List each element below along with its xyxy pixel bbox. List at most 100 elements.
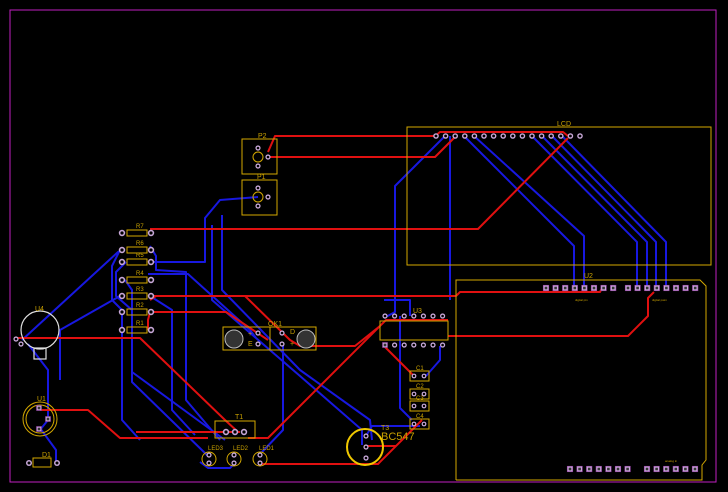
pad-hole (149, 294, 153, 298)
trace (149, 287, 603, 301)
trace (27, 343, 49, 431)
pad-hole (607, 467, 610, 471)
trace (111, 249, 141, 441)
trace (561, 135, 667, 288)
resistor-label: R7 (136, 224, 144, 230)
trace (115, 261, 209, 457)
pad-hole (120, 328, 124, 332)
pad-hole (521, 134, 524, 138)
capacitor-label: C3 (416, 396, 424, 402)
pad-hole (482, 134, 486, 138)
led-label: LED1 (259, 446, 275, 452)
resistor-label: R6 (136, 241, 144, 247)
pad-hole (256, 186, 260, 190)
pad-hole (530, 134, 534, 138)
resistor-label: R3 (136, 287, 144, 293)
capacitor-label: C2 (416, 384, 424, 390)
pad-hole (544, 286, 548, 290)
p1-label: P1 (257, 174, 266, 181)
pad-hole (422, 374, 426, 378)
trace (150, 196, 259, 263)
pad-hole (441, 343, 444, 347)
trace (149, 245, 221, 441)
pad-hole (568, 467, 572, 471)
trace (268, 136, 456, 158)
capacitor-body (409, 370, 430, 382)
pad-hole (402, 343, 406, 347)
p1-outline (241, 179, 278, 216)
pad-hole (149, 328, 153, 332)
pad-hole (611, 286, 615, 290)
t1-outline (214, 420, 256, 439)
resistor-body (126, 326, 148, 334)
u2-digital-pin-label: digital pin (575, 298, 588, 302)
pad-hole (422, 392, 426, 396)
pad-hole (149, 248, 153, 252)
resistor-body (126, 258, 148, 266)
pad-hole (256, 164, 260, 168)
pad-hole (492, 134, 495, 138)
pad-hole (626, 467, 629, 471)
p1-knob (252, 191, 264, 203)
trace (258, 419, 423, 465)
lcd-outline (406, 126, 712, 266)
pad-hole (256, 146, 260, 150)
pad-hole (645, 467, 649, 471)
pad-hole (280, 342, 284, 346)
pad-hole (463, 134, 467, 138)
pad-hole (256, 331, 260, 335)
pad-hole (383, 343, 387, 347)
pad-hole (559, 134, 563, 138)
resistor-body (126, 246, 148, 254)
pad-hole (473, 134, 476, 138)
lcd-label: LCD (557, 121, 571, 128)
led-label: LED2 (233, 446, 249, 452)
trace (463, 135, 575, 288)
trace (365, 425, 420, 437)
pad-hole (501, 134, 505, 138)
trace (148, 273, 257, 339)
trace (21, 249, 126, 341)
pad-hole (393, 343, 396, 347)
resistor-label: R5 (136, 253, 144, 259)
pad-hole (224, 430, 228, 434)
pad-hole (578, 467, 581, 471)
pad-hole (636, 286, 639, 290)
capacitor-label: C4 (416, 414, 424, 420)
pad-hole (232, 461, 236, 465)
d1-outline (32, 457, 52, 468)
ok1-pin-plus-right: + (290, 341, 294, 348)
pad-hole (120, 310, 124, 314)
trace (541, 135, 648, 288)
pad-hole (364, 434, 368, 438)
ok1-label: OK1 (268, 321, 282, 328)
pad-hole (684, 286, 687, 290)
pad-hole (412, 422, 416, 426)
pad-hole (120, 260, 124, 264)
trace (384, 299, 411, 316)
trace (383, 345, 415, 377)
silkscreen-layer (22, 126, 712, 481)
pad-hole (569, 134, 572, 138)
trace (531, 135, 638, 288)
pad-hole (422, 343, 425, 347)
pad-hole (655, 467, 658, 471)
ok1-pin-e: E (248, 341, 253, 348)
pad-hole (422, 404, 426, 408)
t3-outline (346, 428, 384, 466)
pad-hole (149, 278, 153, 282)
t1-label: T1 (235, 414, 243, 421)
pad-hole (232, 453, 236, 457)
pad-hole (37, 427, 41, 431)
pad-hole (422, 422, 426, 426)
trace (150, 311, 269, 341)
trace (211, 225, 363, 445)
p2-outline (241, 138, 278, 175)
pad-hole (540, 134, 543, 138)
trace (425, 346, 441, 377)
pad-hole (402, 314, 406, 318)
pad-hole (27, 461, 31, 465)
pad-hole (55, 461, 59, 465)
